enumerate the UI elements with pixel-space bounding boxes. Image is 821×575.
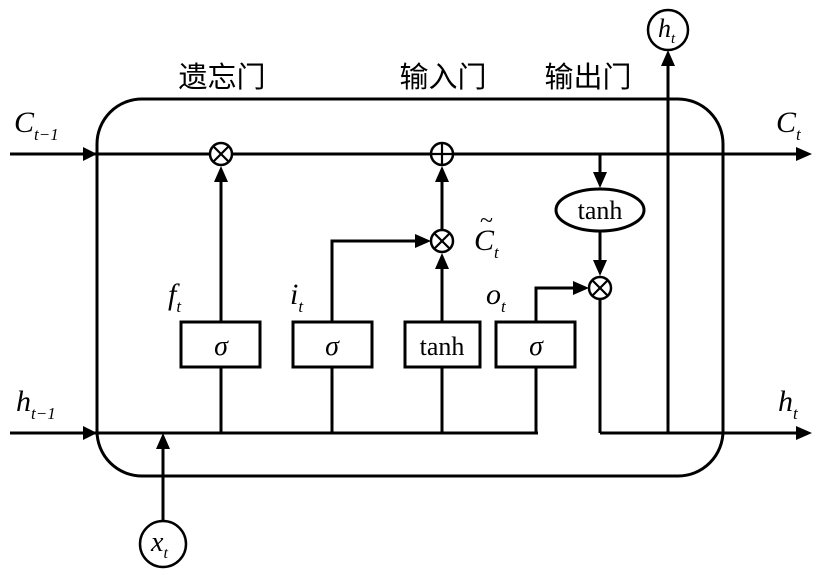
f-label: ft: [168, 278, 182, 316]
i-sub: t: [298, 297, 304, 316]
output-arrowhead: [573, 281, 589, 295]
output-multiply-mark-b: [591, 279, 609, 297]
cell-tanh-arrowhead: [593, 172, 607, 188]
c-tilde-sub: t: [494, 243, 500, 262]
c-out-arrowhead: [796, 147, 812, 161]
forget-multiply-mark-b: [212, 145, 230, 163]
o-label: ot: [486, 278, 507, 316]
add-arrowhead: [435, 166, 449, 182]
candidate-arrowhead: [435, 253, 449, 269]
sigma-forget-label: σ: [214, 331, 229, 362]
x-sub: t: [163, 545, 168, 562]
sigma-output-label: σ: [529, 331, 544, 362]
i-label: it: [290, 278, 304, 316]
h-out-arrowhead: [796, 426, 812, 440]
c-tilde-main: C: [474, 224, 495, 257]
forget-arrowhead: [214, 166, 228, 182]
c-tilde-label: Ct: [474, 224, 500, 262]
sigma-input-label: σ: [325, 331, 340, 362]
h-top-sub: t: [671, 31, 676, 47]
x-input-node: [138, 519, 188, 569]
x-arrowhead: [156, 433, 170, 449]
h-top-node: [646, 8, 690, 52]
output-signal-line: [534, 286, 575, 322]
tanh-candidate-label: tanh: [420, 332, 465, 361]
h-top-arrowhead: [661, 50, 675, 66]
h-right-main: h: [778, 385, 793, 418]
tanh-candidate-block: [403, 320, 482, 369]
input-multiply-mark-b: [433, 232, 451, 250]
h-right-label: ht: [778, 385, 799, 423]
h-prev-arrowhead: [83, 426, 97, 440]
c-prev-arrowhead: [83, 147, 97, 161]
c-out-main: C: [776, 106, 797, 139]
input-signal-line: [330, 239, 418, 322]
sigma-input-block: [291, 320, 374, 369]
cell-boundary: [95, 97, 725, 478]
o-main: o: [486, 278, 501, 311]
c-prev-label: Ct−1: [14, 106, 59, 144]
output-gate-title: 输出门: [544, 60, 631, 94]
c-tilde-mark: ~: [480, 208, 493, 234]
h-prev-main: h: [16, 385, 31, 418]
tanh-cell-label: tanh: [578, 196, 623, 225]
input-gate-title: 输入门: [399, 60, 486, 94]
sigma-forget-block: [179, 320, 262, 369]
h-top-label: ht: [658, 14, 676, 47]
f-sub: t: [176, 297, 182, 316]
c-out-sub: t: [796, 125, 802, 144]
c-prev-main: C: [14, 106, 35, 139]
h-prev-sub: t−1: [31, 404, 56, 423]
forget-gate-title: 遗忘门: [178, 60, 265, 94]
tanh-multiply-arrowhead: [593, 260, 607, 276]
c-out-label: Ct: [776, 106, 802, 144]
h-prev-label: ht−1: [16, 385, 56, 423]
sigma-output-block: [494, 320, 577, 369]
x-label: xt: [150, 527, 168, 562]
o-sub: t: [501, 297, 507, 316]
h-top-main: h: [658, 14, 671, 43]
x-main: x: [150, 527, 164, 558]
input-arrowhead: [415, 234, 431, 248]
c-prev-sub: t−1: [34, 125, 59, 144]
h-right-sub: t: [793, 404, 799, 423]
i-main: i: [290, 278, 298, 311]
